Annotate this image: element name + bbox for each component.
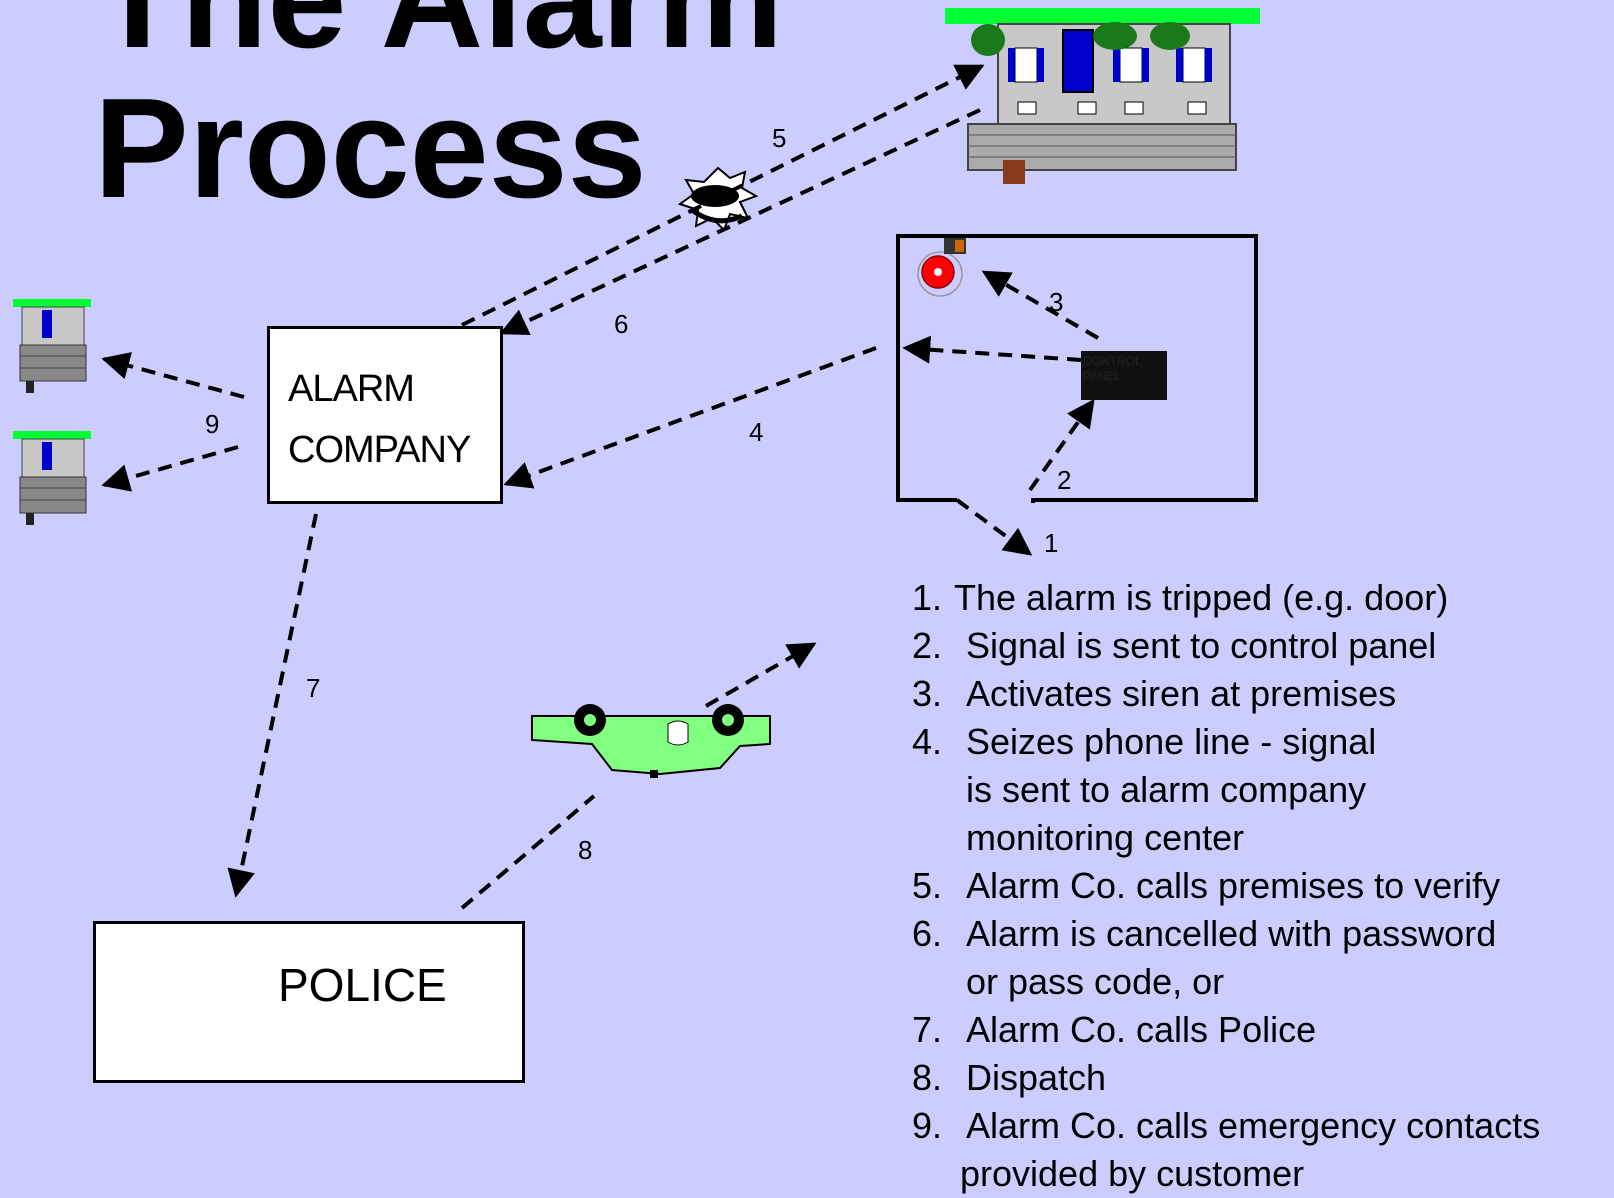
step-item: 8. Dispatch bbox=[912, 1054, 1540, 1102]
step-number: 3. bbox=[912, 673, 943, 714]
police-car-icon bbox=[531, 704, 771, 778]
page-title-line-1: The Alarm bbox=[94, 0, 783, 70]
step-number: 6. bbox=[912, 913, 943, 954]
arrow-9a bbox=[101, 352, 245, 399]
step-number: 8. bbox=[912, 1057, 943, 1098]
control-panel-label: CONTROL PANEL bbox=[1083, 354, 1142, 384]
step-text: The alarm is tripped (e.g. door) bbox=[954, 577, 1449, 618]
step-text-continued: is sent to alarm company bbox=[966, 769, 1367, 810]
step-number: 2. bbox=[912, 625, 943, 666]
step-item: 9. Alarm Co. calls emergency contacts pr… bbox=[912, 1102, 1540, 1198]
emergency-contact-house-icon bbox=[13, 299, 91, 393]
step-number: 4. bbox=[912, 721, 943, 762]
arrow-5 bbox=[461, 64, 985, 327]
step-text: Activates siren at premises bbox=[966, 673, 1397, 714]
step-text: Dispatch bbox=[966, 1057, 1107, 1098]
police-box: POLICE bbox=[93, 921, 525, 1083]
siren-icon bbox=[917, 238, 966, 297]
step-item: 2. Signal is sent to control panel bbox=[912, 622, 1540, 670]
step-text-continued: or pass code, or bbox=[966, 961, 1225, 1002]
step-item: 3. Activates siren at premises bbox=[912, 670, 1540, 718]
step-text: Alarm is cancelled with password bbox=[966, 913, 1497, 954]
alarm-company-line-1: ALARM bbox=[288, 368, 415, 410]
arrow-label-5: 5 bbox=[772, 123, 787, 153]
arrow-1 bbox=[955, 498, 1033, 556]
step-number: 7. bbox=[912, 1009, 943, 1050]
emergency-contact-house-icon bbox=[13, 431, 91, 525]
step-item: 5. Alarm Co. calls premises to verify bbox=[912, 862, 1540, 910]
arrow-6 bbox=[499, 108, 981, 336]
alarm-company-line-2: COMPANY bbox=[288, 429, 471, 471]
arrow-label-1: 1 bbox=[1044, 528, 1059, 558]
step-text-continued: provided by customer bbox=[960, 1153, 1305, 1194]
step-text: Seizes phone line - signal bbox=[966, 721, 1377, 762]
premises-house-icon bbox=[945, 8, 1260, 184]
arrow-label-4: 4 bbox=[749, 417, 764, 447]
arrow-label-2: 2 bbox=[1057, 465, 1072, 495]
step-text: Alarm Co. calls emergency contacts bbox=[966, 1105, 1541, 1146]
step-text: Signal is sent to control panel bbox=[966, 625, 1437, 666]
step-item: 6. Alarm is cancelled with password or p… bbox=[912, 910, 1540, 1006]
step-item: 1. The alarm is tripped (e.g. door) bbox=[912, 574, 1540, 622]
arrow-8 bbox=[460, 794, 596, 910]
arrow-9b bbox=[101, 445, 239, 492]
arrow-label-3: 3 bbox=[1049, 287, 1064, 317]
step-text-continued: monitoring center bbox=[966, 817, 1245, 858]
arrow-label-6: 6 bbox=[614, 309, 629, 339]
police-label: POLICE bbox=[278, 959, 447, 1011]
step-number: 9. bbox=[912, 1105, 943, 1146]
premises-floor-plan bbox=[896, 234, 1258, 503]
arrow-2 bbox=[1028, 398, 1095, 492]
arrow-7 bbox=[227, 513, 318, 898]
step-text: Alarm Co. calls premises to verify bbox=[966, 865, 1501, 906]
step-item: 4. Seizes phone line - signal is sent to… bbox=[912, 718, 1540, 862]
arrow-label-7: 7 bbox=[306, 673, 321, 703]
steps-list: 1. The alarm is tripped (e.g. door) 2. S… bbox=[912, 574, 1540, 1198]
control-panel-label-line-2: PANEL bbox=[1083, 369, 1122, 383]
arrow-3b bbox=[902, 335, 1082, 364]
page-title-line-2: Process bbox=[94, 69, 647, 228]
flow-arrows bbox=[101, 64, 1100, 910]
arrow-4 bbox=[503, 346, 877, 489]
arrow-8b bbox=[705, 642, 817, 708]
arrow-label-8: 8 bbox=[578, 835, 593, 865]
step-number: 5. bbox=[912, 865, 943, 906]
control-panel bbox=[1081, 351, 1167, 400]
step-text: Alarm Co. calls Police bbox=[966, 1009, 1317, 1050]
arrow-label-9: 9 bbox=[205, 409, 220, 439]
alarm-company-box: ALARM COMPANY bbox=[267, 326, 503, 504]
step-number: 1. bbox=[912, 577, 943, 618]
arrow-3 bbox=[981, 270, 1100, 340]
step-item: 7. Alarm Co. calls Police bbox=[912, 1006, 1540, 1054]
control-panel-label-line-1: CONTROL bbox=[1083, 354, 1142, 368]
